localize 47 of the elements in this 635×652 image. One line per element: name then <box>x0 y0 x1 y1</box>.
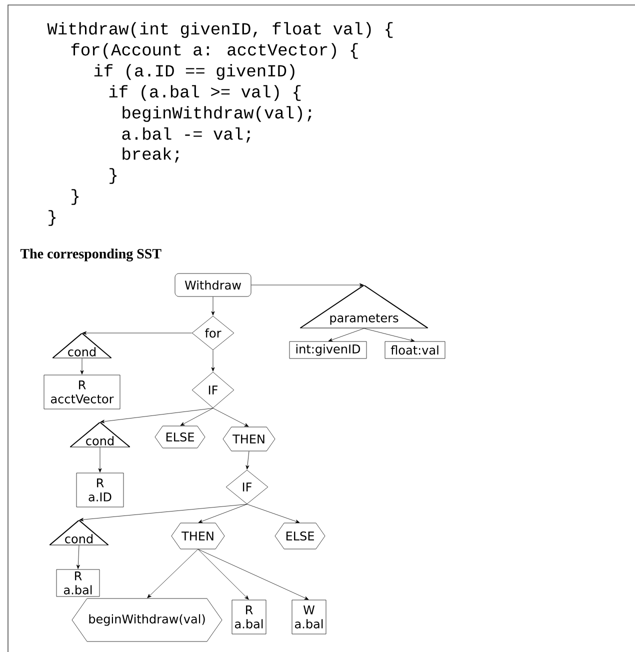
triangle-node: cond <box>52 333 112 358</box>
arrow <box>198 549 309 600</box>
hexagon-node: beginWithdraw(val) <box>72 598 222 642</box>
arrow <box>211 296 215 316</box>
triangle-node: cond <box>70 422 130 448</box>
hexagon-node: THEN <box>171 522 225 550</box>
arrow <box>198 504 248 523</box>
variable-box: W a.bal <box>292 600 326 634</box>
arrow <box>180 408 214 426</box>
triangle-node: cond <box>50 520 108 546</box>
arrow <box>246 504 300 523</box>
variable-box: R a.bal <box>56 569 100 597</box>
code-line: beginWithdraw(val); <box>122 106 312 122</box>
variable-box: R acctVector <box>44 374 120 410</box>
code-line: a.bal -= val; <box>122 127 250 143</box>
code-line: Withdraw(int givenID, float val) { <box>47 22 393 38</box>
hexagon-node: ELSE <box>274 522 326 550</box>
code-line: break; <box>122 147 179 163</box>
arrow <box>147 549 198 598</box>
arrow <box>76 545 80 569</box>
code-line: } <box>72 189 79 205</box>
code-line: } <box>110 168 117 184</box>
arrow <box>211 350 215 372</box>
arrow <box>251 283 364 287</box>
code-line: } <box>48 210 56 226</box>
hexagon-node: ELSE <box>154 426 206 448</box>
variable-box: R a.bal <box>232 600 266 634</box>
heading: The corresponding SST <box>20 248 162 262</box>
arrow <box>364 328 415 342</box>
arrow <box>212 408 249 427</box>
arrow <box>98 447 102 472</box>
code-line: if (a.bal >= val) { <box>109 85 301 101</box>
variable-box: float:val <box>384 341 446 359</box>
arrow <box>198 549 249 600</box>
arrow <box>100 408 214 424</box>
variable-box: int:givenID <box>289 341 367 359</box>
variable-box: R a.ID <box>76 472 124 508</box>
code-line: if (a.ID == givenID) <box>94 64 294 80</box>
hexagon-node: THEN <box>222 426 276 452</box>
arrow <box>246 451 250 470</box>
arrow <box>328 328 364 342</box>
arrow <box>80 358 84 374</box>
arrow <box>79 504 248 522</box>
arrow <box>82 331 192 335</box>
function-box: Withdraw <box>174 273 252 297</box>
code-line: for(Account a: acctVector) { <box>71 43 358 59</box>
triangle-node: parameters <box>300 285 428 328</box>
